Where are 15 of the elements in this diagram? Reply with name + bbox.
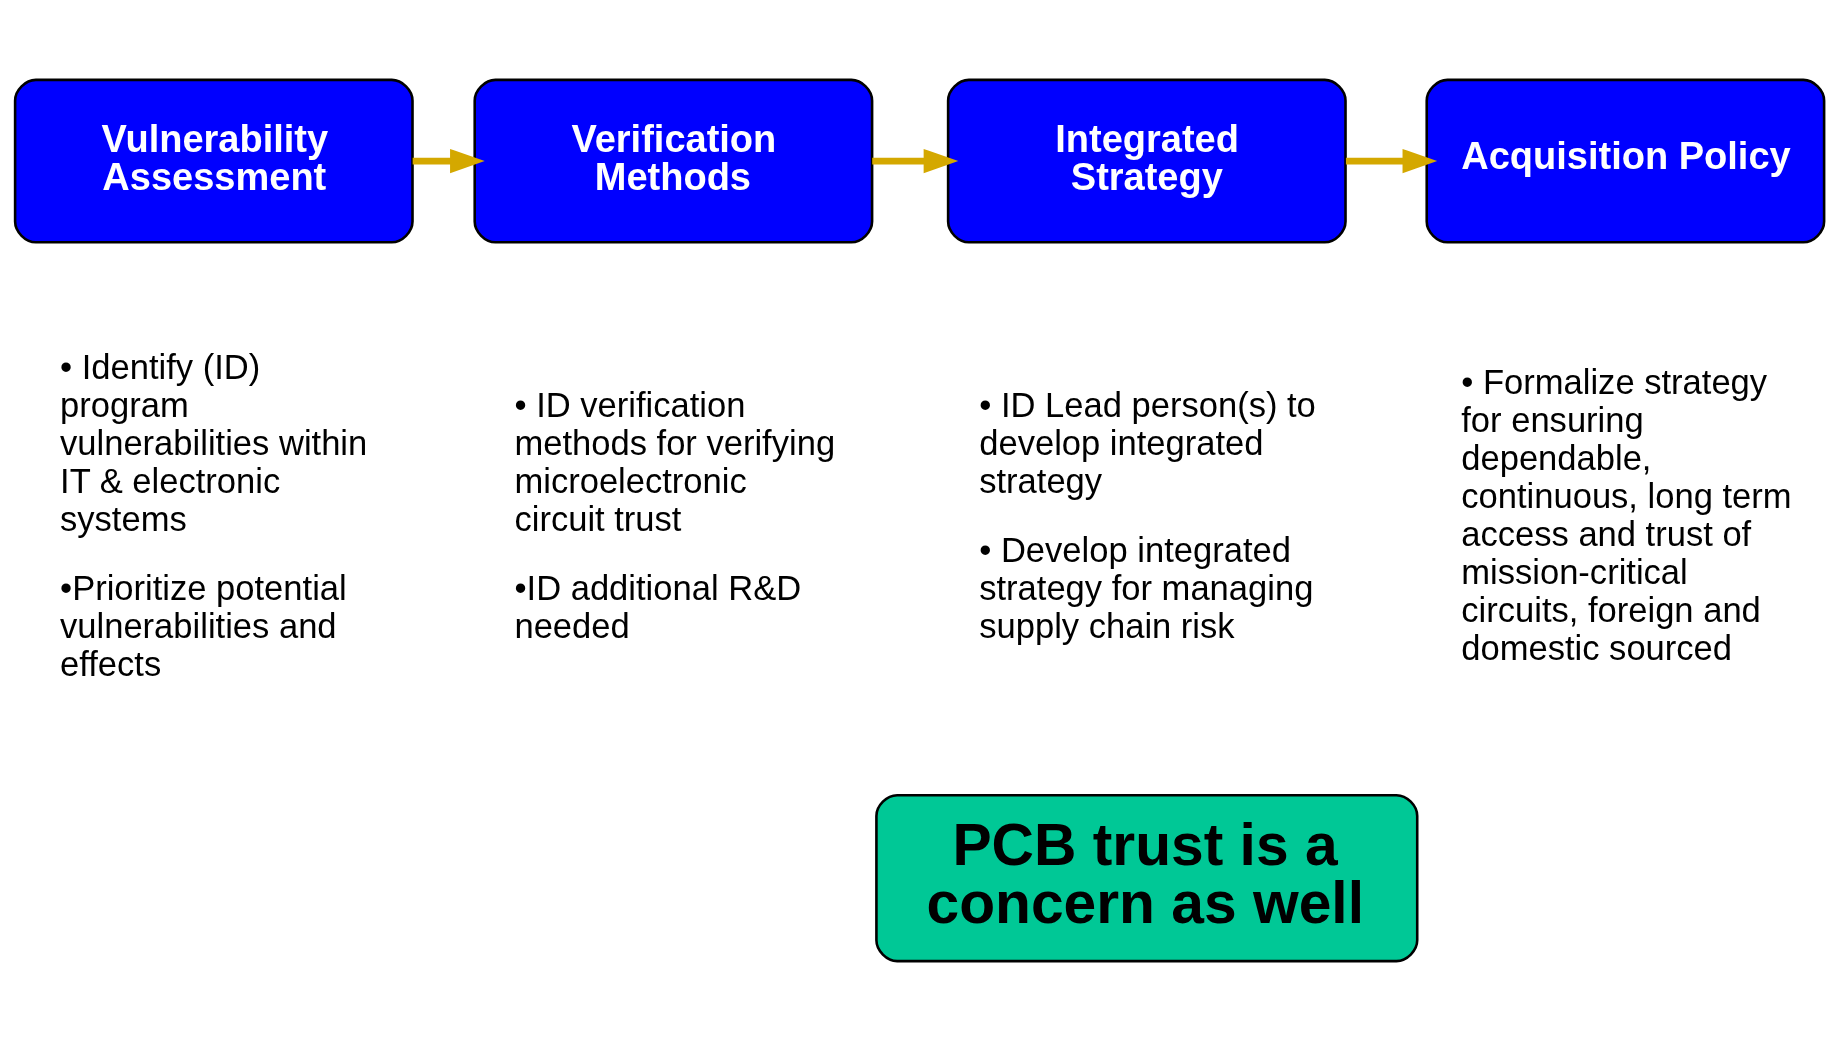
- node-box: Acquisition Policy: [1425, 78, 1826, 244]
- node-label: • ID Lead person(s) to develop integrated strategy: [979, 385, 1316, 500]
- arrow: [872, 149, 959, 174]
- arrow: [412, 149, 485, 174]
- node-box: Verification Methods: [473, 78, 874, 244]
- arrow: [1345, 149, 1438, 174]
- node-label: • Identify (ID) program vulnerabilities within IT & electronic systems: [60, 347, 368, 538]
- node-label: • Formalize strategy for ensuring dependable, continuous, long term access and trust of mission-critical circuits, foreign and domestic sourced: [1461, 363, 1792, 668]
- node-label: •ID additional R&D needed: [514, 568, 802, 645]
- node-label: • Develop integrated strategy for managing supply chain risk: [979, 530, 1314, 645]
- node-label: • ID verification methods for verifying microelectronic circuit trust: [514, 385, 836, 538]
- node-label: •Prioritize potential vulnerabilities and effects: [60, 568, 347, 683]
- node-box: PCB trust is a concern as well: [875, 793, 1419, 963]
- node-box: Vulnerability Assessment: [13, 78, 414, 244]
- node-box: Integrated Strategy: [946, 78, 1347, 244]
